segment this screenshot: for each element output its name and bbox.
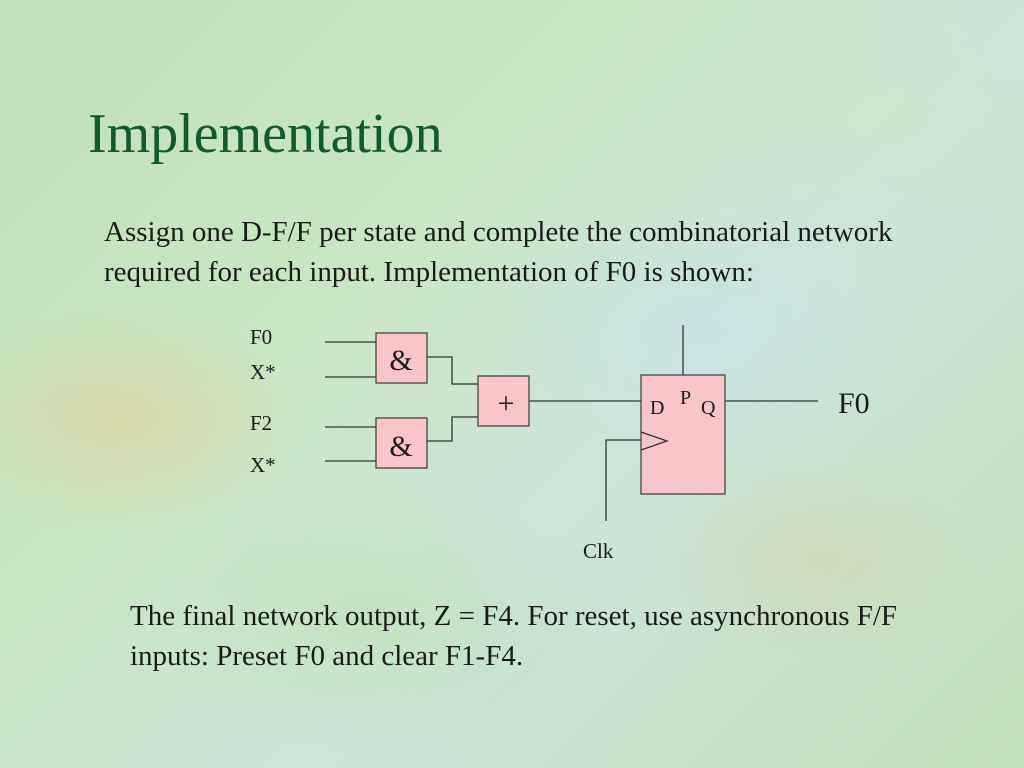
ff-q-label: Q bbox=[701, 397, 716, 419]
and-gate-2-label: & bbox=[389, 430, 412, 463]
or-gate bbox=[477, 375, 530, 427]
input-label-x2: X* bbox=[250, 453, 276, 477]
wire-and1-or bbox=[427, 356, 478, 385]
or-gate-label: + bbox=[498, 387, 515, 420]
slide-title: Implementation bbox=[88, 103, 443, 165]
input-label-x1: X* bbox=[250, 360, 276, 384]
d-flip-flop bbox=[640, 374, 726, 495]
clock-triangle bbox=[640, 431, 669, 451]
intro-text: Assign one D-F/F per state and complete … bbox=[104, 216, 893, 288]
ff-p-label: P bbox=[680, 387, 691, 409]
input-label-f0: F0 bbox=[250, 325, 272, 349]
output-label: F0 bbox=[838, 387, 870, 420]
wire-clock bbox=[605, 439, 641, 521]
clock-label: Clk bbox=[583, 539, 614, 563]
wire-and2-or bbox=[427, 416, 478, 442]
and-gate-2 bbox=[375, 417, 428, 469]
and-gate-1-label: & bbox=[389, 344, 412, 377]
input-label-f2: F2 bbox=[250, 411, 272, 435]
ff-d-label: D bbox=[650, 397, 664, 419]
note-text: The final network output, Z = F4. For re… bbox=[130, 600, 898, 672]
and-gate-1 bbox=[375, 332, 428, 384]
